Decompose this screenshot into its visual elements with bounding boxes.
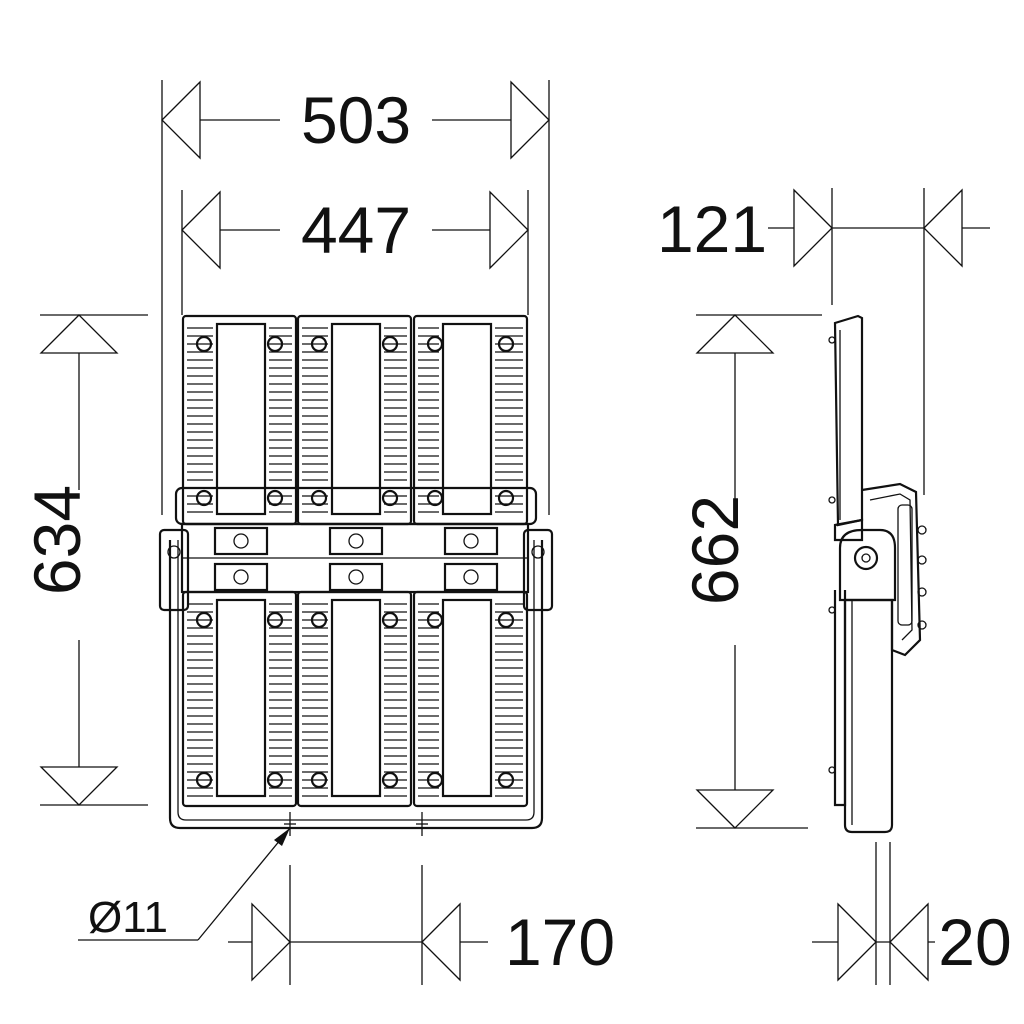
screw: [195, 335, 213, 353]
screw: [426, 335, 444, 353]
mounting-hole-markers: [284, 812, 428, 836]
screw: [195, 771, 213, 789]
screw: [266, 771, 284, 789]
screw: [195, 611, 213, 629]
screw: [381, 611, 399, 629]
dimension-side-depth: 121: [657, 188, 990, 268]
screw: [195, 489, 213, 507]
screw: [266, 489, 284, 507]
led-module-frame: [412, 314, 529, 526]
led-modules: [181, 314, 529, 808]
side-bracket: [838, 528, 897, 834]
screw: [310, 335, 328, 353]
led-lens-window: [215, 322, 267, 516]
screw: [381, 335, 399, 353]
screw: [426, 771, 444, 789]
front-view: 503 447 634 170: [20, 80, 615, 985]
hole-spacing-label: 170: [505, 905, 615, 979]
led-lens-window: [441, 322, 493, 516]
screw: [266, 611, 284, 629]
led-module-frame: [181, 314, 298, 526]
overall-width-label: 503: [301, 83, 411, 157]
screw: [497, 335, 515, 353]
hole-diameter-label: Ø11: [88, 893, 168, 942]
led-lens-window: [330, 598, 382, 798]
led-module-frame: [296, 590, 413, 808]
screw: [497, 489, 515, 507]
dimension-side-height: 662: [678, 314, 775, 829]
screw: [381, 489, 399, 507]
dimension-bracket-thickness: 20: [812, 902, 1012, 982]
center-crossbar: [180, 522, 530, 594]
dimension-hole-diameter: Ø11: [78, 827, 291, 942]
led-lens-window: [330, 322, 382, 516]
side-height-label: 662: [678, 495, 752, 605]
dimension-front-height: 634: [20, 314, 119, 806]
screw: [426, 489, 444, 507]
bracket-thickness-label: 20: [938, 905, 1011, 979]
front-height-label: 634: [20, 485, 94, 595]
screw: [381, 771, 399, 789]
screw: [426, 611, 444, 629]
led-lens-window: [441, 598, 493, 798]
led-lens-window: [215, 598, 267, 798]
screw: [310, 489, 328, 507]
led-module-frame: [296, 314, 413, 526]
screw: [497, 611, 515, 629]
led-module-frame: [412, 590, 529, 808]
dimension-inner-width: 447: [181, 190, 529, 270]
dimension-overall-width: 503: [161, 80, 550, 160]
screw: [310, 771, 328, 789]
mounting-bracket: [158, 486, 554, 830]
screw: [497, 771, 515, 789]
screw: [266, 335, 284, 353]
dimension-hole-spacing: 170: [228, 865, 615, 985]
inner-width-label: 447: [301, 193, 411, 267]
led-module-frame: [181, 590, 298, 808]
side-view: 121 662 20: [657, 188, 1012, 985]
screw: [310, 611, 328, 629]
side-depth-label: 121: [657, 192, 767, 266]
